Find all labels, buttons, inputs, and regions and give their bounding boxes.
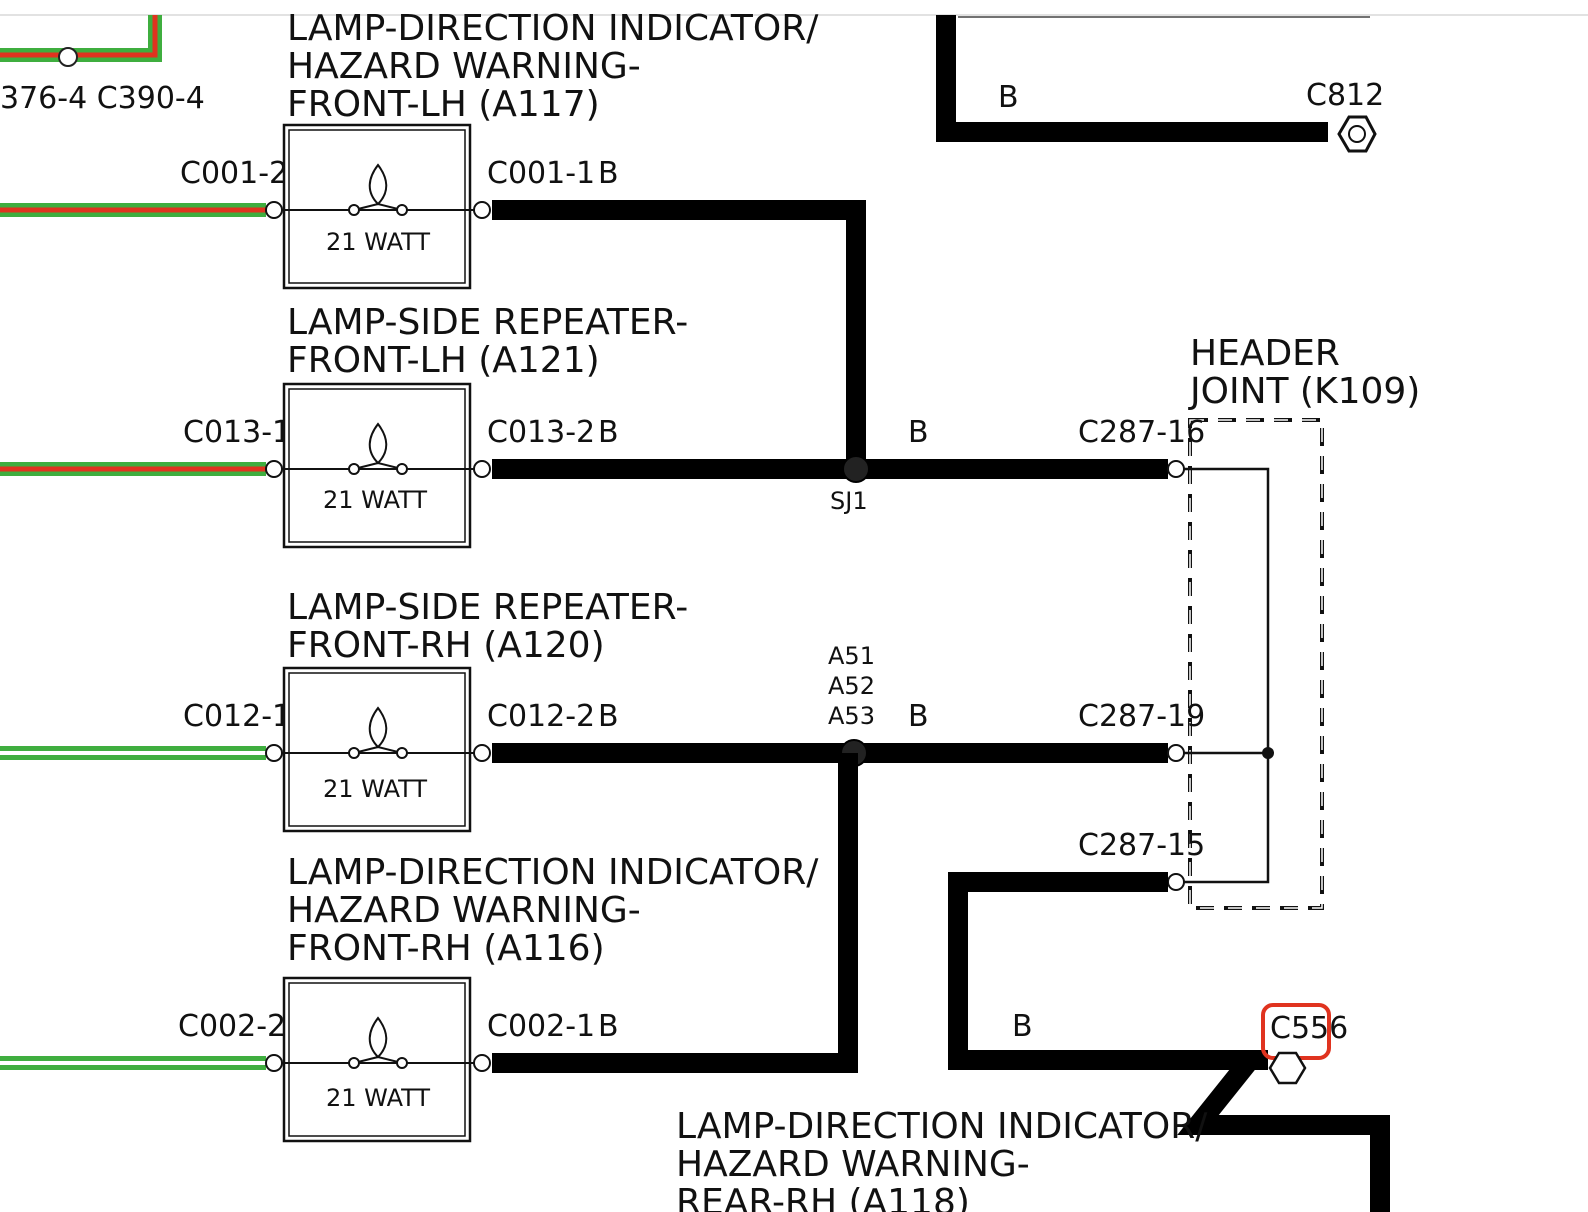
c556-ground-icon (1268, 1051, 1307, 1085)
a117-title-line3: FRONT-LH (A117) (287, 84, 600, 125)
top-left-harness: 376-4 C390-4 (0, 15, 205, 116)
mid-top-wire-label: B (908, 415, 929, 450)
lamp-a121: LAMP-SIDE REPEATER- FRONT-LH (A121) C013… (0, 302, 1168, 549)
a117-rating: 21 WATT (326, 228, 430, 256)
a117-title-line1: LAMP-DIRECTION INDICATOR/ (287, 8, 819, 49)
lamp-a117: LAMP-DIRECTION INDICATOR/ HAZARD WARNING… (0, 8, 866, 470)
a121-pin-left: C013-1 (183, 415, 291, 450)
header-joint-k109: HEADER JOINT (K109) C287-16 C287-19 C287… (1078, 333, 1420, 910)
a116-pin-right: C002-1 (487, 1009, 595, 1044)
a118-title-line2: HAZARD WARNING- (676, 1144, 1030, 1185)
a118-title-line1: LAMP-DIRECTION INDICATOR/ (676, 1106, 1208, 1147)
a121-pin-right: C013-2 (487, 415, 595, 450)
c812-wire-label: B (998, 80, 1019, 115)
a116-rating: 21 WATT (326, 1084, 430, 1112)
a120-pin-left: C012-1 (183, 699, 291, 734)
a117-title-line2: HAZARD WARNING- (287, 46, 641, 87)
a116-wire-label: B (598, 1009, 619, 1044)
header-pin-16: C287-16 (1078, 415, 1205, 450)
header-pin-15: C287-15 (1078, 828, 1205, 863)
a117-pin-right: C001-1 (487, 156, 595, 191)
a120-wire-label: B (598, 699, 619, 734)
a120-pin-right: C012-2 (487, 699, 595, 734)
header-pin-19: C287-19 (1078, 699, 1205, 734)
a120-title-line1: LAMP-SIDE REPEATER- (287, 587, 688, 628)
splice-label-a51: A51 (828, 642, 875, 670)
a116-title-line1: LAMP-DIRECTION INDICATOR/ (287, 852, 819, 893)
a121-title-line2: FRONT-LH (A121) (287, 340, 600, 381)
c556-label: C556 (1270, 1011, 1348, 1046)
c556-ground-circuit: B C556 (948, 872, 1390, 1212)
top-left-connector-label: 376-4 C390-4 (0, 81, 205, 116)
a116-pin-left: C002-2 (178, 1009, 286, 1044)
a120-rating: 21 WATT (323, 775, 427, 803)
a120-title-line2: FRONT-RH (A120) (287, 625, 605, 666)
a121-title-line1: LAMP-SIDE REPEATER- (287, 302, 688, 343)
a121-wire-label: B (598, 415, 619, 450)
mid-lower-wire-label: B (908, 699, 929, 734)
c556-wire-label: B (1012, 1009, 1033, 1044)
a118-title-line3: REAR-RH (A118) (676, 1182, 970, 1212)
splice-label-a53: A53 (828, 702, 875, 730)
c812-label: C812 (1306, 78, 1384, 113)
a121-rating: 21 WATT (323, 486, 427, 514)
a117-wire-label: B (598, 156, 619, 191)
lamp-a120: LAMP-SIDE REPEATER- FRONT-RH (A120) C012… (0, 587, 1168, 833)
c812-ground-circuit: B C812 (936, 15, 1384, 153)
a116-title-line2: HAZARD WARNING- (287, 890, 641, 931)
header-joint-line1: HEADER (1190, 333, 1340, 374)
lamp-a116: LAMP-DIRECTION INDICATOR/ HAZARD WARNING… (0, 753, 858, 1143)
lamp-a118: LAMP-DIRECTION INDICATOR/ HAZARD WARNING… (676, 1106, 1208, 1212)
splice-sj1 (842, 455, 870, 483)
splice-label-a52: A52 (828, 672, 875, 700)
header-joint-line2: JOINT (K109) (1188, 371, 1420, 412)
sj1-label: SJ1 (830, 487, 868, 515)
a117-pin-left: C001-2 (180, 156, 288, 191)
a116-title-line3: FRONT-RH (A116) (287, 928, 605, 969)
